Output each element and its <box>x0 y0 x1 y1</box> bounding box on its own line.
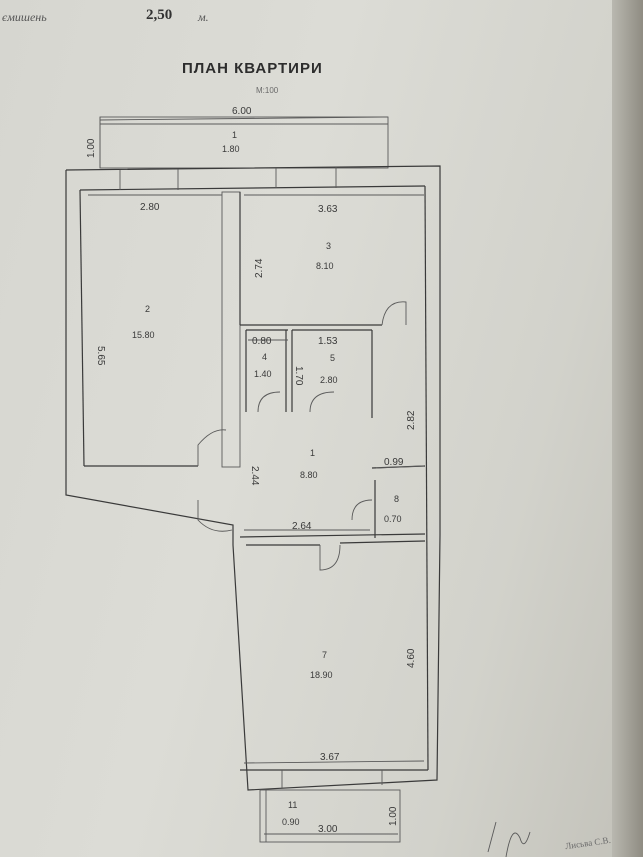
room-number: 7 <box>322 650 327 660</box>
dimension-label: 2.64 <box>292 521 312 532</box>
room-area: 0.70 <box>384 514 402 524</box>
door-swings <box>197 301 407 571</box>
room-area: 8.10 <box>316 261 334 271</box>
room-number: 2 <box>145 304 150 314</box>
room-area: 18.90 <box>310 670 333 680</box>
dimension-label: 4.60 <box>406 648 417 668</box>
signature-scribble <box>487 821 531 857</box>
dimension-label: 2.82 <box>406 410 417 430</box>
room-number: 1 <box>232 130 237 140</box>
room-area: 15.80 <box>132 330 155 340</box>
dimension-label: 0.80 <box>252 336 272 347</box>
page-edge-shadow <box>612 0 643 857</box>
room-area: 2.80 <box>320 375 338 385</box>
balcony-bottom <box>259 789 401 843</box>
ceiling-height-value: 2,50 <box>146 7 173 23</box>
window-marks <box>119 167 383 788</box>
plan-scale: М:100 <box>256 86 279 95</box>
dimension-label: 3.67 <box>320 752 340 763</box>
plan-title: ПЛАН КВАРТИРИ <box>182 60 323 77</box>
ceiling-height-label: ємишень <box>2 10 47 24</box>
dimension-labels: 6.00 1.00 2.80 3.63 2.74 5.65 0.80 1.53 … <box>86 106 417 835</box>
dimension-label: 1.70 <box>293 366 304 386</box>
room-area: 8.80 <box>300 470 318 480</box>
interior-walls <box>221 191 426 546</box>
dimension-label: 5.65 <box>95 346 106 366</box>
dimension-label: 2.74 <box>254 258 265 278</box>
dimension-label: 6.00 <box>232 106 252 117</box>
room-number: 4 <box>262 352 267 362</box>
room-number: 11 <box>288 800 297 810</box>
room-number: 3 <box>326 241 331 251</box>
dimension-label: 3.63 <box>318 204 338 215</box>
room-number: 8 <box>394 494 399 504</box>
room-number: 5 <box>330 353 335 363</box>
ceiling-height-unit: м. <box>198 10 209 24</box>
balcony-top <box>99 116 389 169</box>
outer-walls <box>65 165 441 791</box>
dimension-label: 2.80 <box>140 202 160 213</box>
room-area: 1.40 <box>254 369 272 379</box>
dimension-label: 1.00 <box>86 138 97 158</box>
dimension-label: 3.00 <box>318 824 338 835</box>
room-area: 0.90 <box>282 817 300 827</box>
room-area: 1.80 <box>222 144 240 154</box>
dimension-label: 1.00 <box>388 806 399 826</box>
dimension-lines <box>88 116 425 835</box>
dimension-label: 0.99 <box>384 457 404 468</box>
dimension-label: 1.53 <box>318 336 338 347</box>
dimension-label: 2.44 <box>249 466 260 486</box>
room-number: 1 <box>310 448 315 458</box>
room-labels: 1 1.80 2 15.80 3 8.10 4 1.40 5 2.80 1 8.… <box>132 130 402 827</box>
